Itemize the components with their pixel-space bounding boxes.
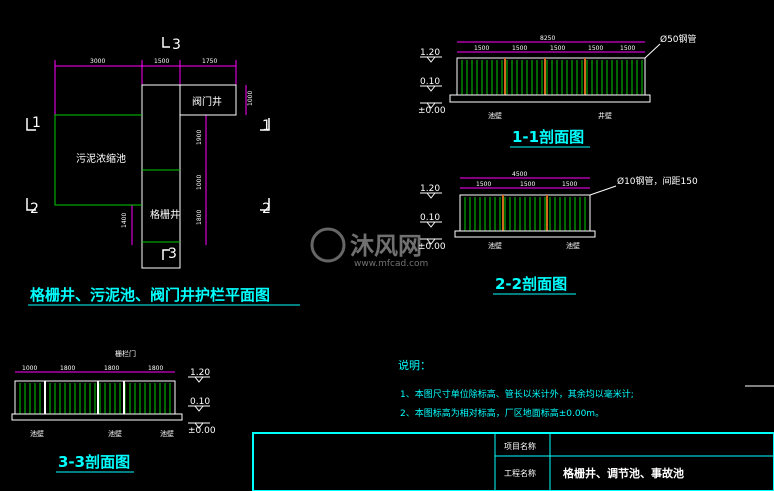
plan-dim-top-b: 1500: [154, 58, 169, 65]
s33-title: 3-3剖面图: [58, 453, 130, 471]
watermark-url: www.mfcad.com: [354, 259, 428, 269]
watermark-brand: 沐风网: [350, 232, 422, 260]
notes-line-2: 2、本图标高为相对标高，厂区地面标高±0.00m。: [400, 407, 604, 419]
s11-elev-base: ±0.00: [418, 106, 446, 116]
plan-dim-right-a: 1000: [247, 91, 254, 106]
title-block-project-label: 项目名称: [504, 441, 536, 451]
plan-title: 格栅井、污泥池、阀门井护栏平面图: [30, 286, 270, 304]
s11-note: Ø50钢管: [660, 33, 697, 45]
plan-dim-top-a: 3000: [90, 58, 105, 65]
s22-label-left: 池壁: [488, 241, 502, 250]
s33-gate: 栅栏门: [115, 349, 136, 358]
s22-elev-top: 1.20: [420, 184, 440, 194]
title-block-drawing-value: 格栅井、调节池、事故池: [563, 466, 684, 480]
plan-dim-left-a: 1400: [121, 213, 128, 228]
s22-elev-base: ±0.00: [418, 242, 446, 252]
s33-dim-b: 1800: [60, 365, 75, 372]
s11-dim-a: 1500: [474, 45, 489, 52]
title-block: 项目名称 工程名称 格栅井、调节池、事故池: [252, 432, 774, 491]
notes-heading: 说明：: [398, 358, 431, 372]
s11-elev-top: 1.20: [420, 48, 440, 58]
plan-dim-right-c: 1000: [196, 175, 203, 190]
notes-line-1: 1、本图尺寸单位除标高、管长以米计外，其余均以毫米计;: [400, 388, 634, 400]
s33-elev-base: ±0.00: [188, 426, 216, 436]
s11-dim-b: 1500: [512, 45, 527, 52]
s33-dim-c: 1800: [104, 365, 119, 372]
section-1-1: 1.20 0.10 ±0.00 8250 1500 1500 1500 1500…: [418, 33, 697, 148]
s11-elev-mid: 0.10: [420, 77, 440, 87]
s11-label-right: 井壁: [598, 111, 612, 120]
s11-dim-c: 1500: [550, 45, 565, 52]
s11-dim-e: 1500: [620, 45, 635, 52]
plan-view: 3 3 1 1 2 2 3000 1500 1750 1000 1900 100…: [26, 37, 300, 306]
plan-dim-top-c: 1750: [202, 58, 217, 65]
mfcad-logo-icon: [310, 227, 346, 263]
notes: 说明： 1、本图尺寸单位除标高、管长以米计外，其余均以毫米计; 2、本图标高为相…: [398, 358, 774, 419]
section-3-3: 1000 1800 1800 1800 栅栏门 1.20 0.10 ±0.00 …: [11, 349, 216, 473]
section-mark-2-right: 2: [262, 201, 271, 217]
s22-dim-total: 4500: [512, 171, 527, 178]
s22-elev-mid: 0.10: [420, 213, 440, 223]
room-valve-well: 阀门井: [192, 95, 222, 108]
section-2-2: 1.20 0.10 ±0.00 4500 1500 1500 1500 Ø10钢…: [418, 171, 698, 295]
room-grille-well: 格栅井: [150, 208, 180, 221]
s33-elev-mid: 0.10: [190, 397, 210, 407]
s22-dim-c: 1500: [562, 181, 577, 188]
section-mark-2-left: 2: [30, 201, 39, 217]
s11-label-left: 池壁: [488, 111, 502, 120]
room-sludge-tank: 污泥浓缩池: [76, 152, 126, 165]
s22-label-right: 池壁: [566, 241, 580, 250]
s22-note: Ø10钢管，间距150: [617, 175, 698, 187]
s33-dim-d: 1800: [148, 365, 163, 372]
s33-label-b: 池壁: [108, 429, 122, 438]
section-mark-3-top: 3: [172, 37, 181, 53]
s22-dim-b: 1500: [520, 181, 535, 188]
plan-dim-right-d: 1800: [196, 210, 203, 225]
s33-label-a: 池壁: [30, 429, 44, 438]
s33-elev-top: 1.20: [190, 368, 210, 378]
s22-title: 2-2剖面图: [495, 275, 567, 293]
s11-dim-d: 1500: [588, 45, 603, 52]
section-mark-1-right: 1: [262, 118, 271, 134]
s22-dim-a: 1500: [476, 181, 491, 188]
watermark: 沐风网 www.mfcad.com: [310, 227, 428, 269]
s33-dim-a: 1000: [22, 365, 37, 372]
s11-dim-total: 8250: [540, 35, 555, 42]
plan-dim-right-b: 1900: [196, 130, 203, 145]
s11-title: 1-1剖面图: [512, 128, 584, 146]
section-mark-3-bottom: 3: [168, 246, 177, 262]
s33-label-c: 池壁: [160, 429, 174, 438]
title-block-drawing-label: 工程名称: [504, 468, 536, 478]
section-mark-1-left: 1: [32, 115, 41, 131]
